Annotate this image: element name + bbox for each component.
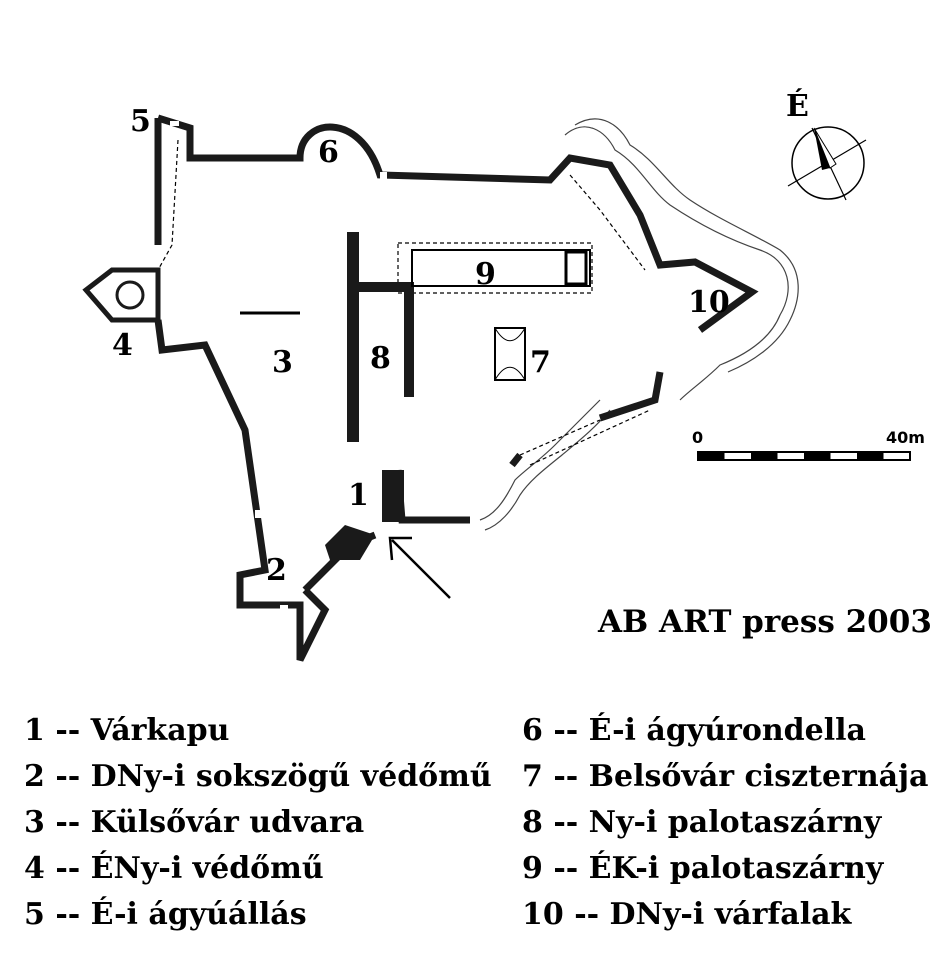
scale-segment (804, 452, 831, 460)
north-compass (787, 126, 867, 201)
legend-left: 1 -- Várkapu 2 -- DNy-i sokszögű védőmű … (24, 708, 492, 938)
scale-segment (751, 452, 778, 460)
palace-connector (359, 282, 414, 292)
map-number-2: 2 (266, 553, 287, 588)
scale-segment (857, 452, 884, 460)
northeast-palace-wing (411, 249, 591, 287)
wall-openings (170, 121, 718, 611)
north-label: É (786, 88, 809, 124)
map-number-10: 10 (688, 285, 730, 320)
scale-start-label: 0 (692, 428, 703, 447)
map-number-1: 1 (348, 478, 369, 513)
legend-right: 6 -- É-i ágyúrondella 7 -- Belsővár cisz… (522, 708, 928, 938)
legend-item-1: 1 -- Várkapu (24, 713, 230, 748)
gate-tower (382, 470, 404, 522)
legend-item-5: 5 -- É-i ágyúállás (24, 897, 307, 932)
scale-segment (698, 452, 725, 460)
legend-item-7: 7 -- Belsővár ciszternája (522, 759, 929, 794)
bastion-northwest (82, 267, 161, 323)
northeast-wing-tower (564, 250, 588, 286)
scale-end-label: 40m (886, 428, 925, 447)
map-number-4: 4 (112, 328, 133, 363)
legend-item-3: 3 -- Külsővár udvara (24, 805, 365, 840)
map-number-7: 7 (530, 345, 551, 380)
legend-item-6: 6 -- É-i ágyúrondella (522, 713, 866, 748)
gate-block (325, 525, 375, 560)
rock-outline (479, 118, 799, 531)
map-number-6: 6 (318, 135, 339, 170)
dashed-lines (157, 139, 651, 466)
gate-arrow (388, 536, 451, 599)
castle-plan: É 0 40m 1 2 3 4 5 6 7 8 9 10 (82, 88, 925, 662)
legend-item-2: 2 -- DNy-i sokszögű védőmű (24, 759, 492, 794)
palace-wing-inner (404, 282, 414, 397)
map-number-8: 8 (370, 341, 391, 376)
cistern (494, 327, 526, 381)
legend-item-8: 8 -- Ny-i palotaszárny (522, 805, 882, 840)
legend-item-4: 4 -- ÉNy-i védőmű (24, 851, 324, 886)
legend-item-10: 10 -- DNy-i várfalak (522, 897, 852, 932)
west-palace-wing (347, 232, 359, 442)
legend-item-9: 9 -- ÉK-i palotaszárny (522, 851, 884, 886)
map-number-9: 9 (475, 257, 496, 292)
publisher-credit: AB ART press 2003 (598, 604, 932, 640)
map-number-5: 5 (130, 104, 151, 139)
map-number-3: 3 (272, 345, 293, 380)
